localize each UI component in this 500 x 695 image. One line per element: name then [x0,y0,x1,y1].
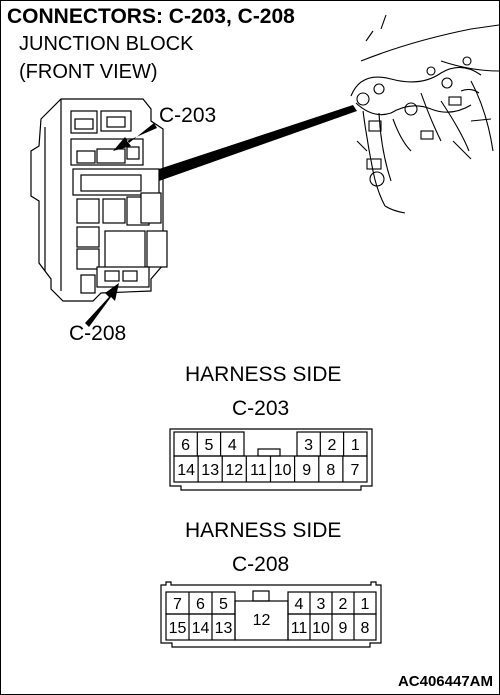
c208-pins: 7 6 5 4 3 2 1 12 15 14 13 11 10 9 8 [169,596,370,637]
figure-code: AC406447AM [397,673,493,690]
pointer-wedge [159,105,357,181]
c208-pin-13: 13 [215,620,233,637]
c208-harness-side-heading: HARNESS SIDE [185,519,342,542]
c208-pin-1: 1 [361,596,370,613]
c203-pin-11: 11 [250,462,267,479]
c208-connector [160,581,382,648]
c203-pin-13: 13 [201,462,219,479]
callout-c203: C-203 [159,104,217,127]
c208-pin-12: 12 [253,612,271,629]
c203-connector-label: C-203 [232,397,290,420]
c208-arrow [85,283,119,327]
c203-pin-1: 1 [351,437,360,454]
diagram-title: CONNECTORS: C-203, C-208 [7,5,295,28]
c208-pin-8: 8 [361,620,370,637]
c208-pin-14: 14 [192,620,210,637]
c203-pin-6: 6 [181,437,190,454]
c208-pin-11: 11 [291,620,308,637]
c203-harness-side-heading: HARNESS SIDE [185,363,342,386]
c208-pin-9: 9 [339,620,348,637]
c203-connector [169,428,373,491]
c208-connector-label: C-208 [232,553,290,576]
c203-pin-9: 9 [302,462,311,479]
c208-pin-7: 7 [173,596,182,613]
c203-pin-12: 12 [225,462,243,479]
c208-pin-3: 3 [317,596,326,613]
c203-pin-4: 4 [228,437,237,454]
c203-arrow [113,123,157,151]
c203-pin-5: 5 [204,437,213,454]
c203-pin-10: 10 [274,462,292,479]
c208-pin-10: 10 [312,620,330,637]
c203-pin-2: 2 [328,437,337,454]
subtitle-front-view: (FRONT VIEW) [19,61,158,83]
c208-pin-15: 15 [169,620,187,637]
subtitle-junction-block: JUNCTION BLOCK [19,33,194,55]
c208-pin-2: 2 [339,596,348,613]
callout-c208: C-208 [69,322,127,345]
c208-pin-4: 4 [295,596,304,613]
c203-pin-7: 7 [351,462,360,479]
junction-block-illustration [30,98,168,302]
vehicle-harness-sketch [350,14,499,214]
c203-pin-14: 14 [177,462,195,479]
c208-pin-5: 5 [219,596,228,613]
c203-pins: 6 5 4 3 2 1 14 13 12 11 10 9 8 7 [177,437,360,479]
c208-pin-6: 6 [196,596,205,613]
c203-pin-8: 8 [326,462,335,479]
c203-pin-3: 3 [304,437,313,454]
